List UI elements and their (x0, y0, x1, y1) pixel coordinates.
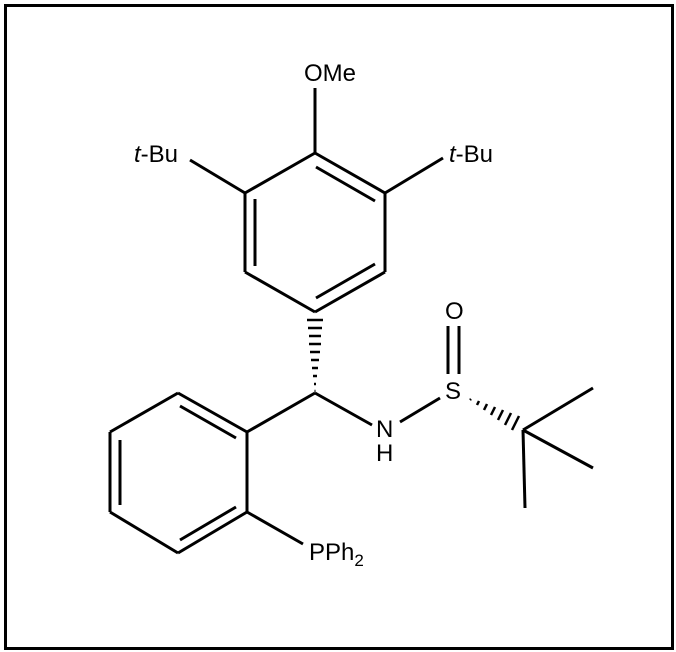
phosphine-bond (246, 510, 304, 546)
tbu-methyl-3 (521, 429, 527, 509)
stereocenter-n-bond (314, 391, 373, 427)
hashed-s-c-bond (469, 398, 521, 431)
methoxy-label: OMe (304, 60, 356, 87)
tbu-right-bond (384, 156, 444, 195)
diagram-frame (4, 4, 674, 650)
tbu-methyl-1 (522, 386, 594, 432)
sulfur-label: S (445, 378, 461, 405)
hashed-wedge-bond (307, 318, 323, 393)
hydrogen-label: H (376, 440, 393, 467)
n-s-bond (399, 396, 441, 424)
tbu-right-label: t-Bu (449, 141, 493, 168)
phosphine-label: PPh2 (309, 539, 364, 570)
stereocenter-aryl-bond (246, 391, 316, 434)
upper-aryl-ring (243, 151, 387, 314)
lower-aryl-ring (108, 391, 249, 555)
nitrogen-label: N (376, 416, 393, 443)
oxygen-label: O (445, 298, 464, 325)
tbu-left-bond (189, 158, 246, 195)
tbu-left-label: t-Bu (134, 141, 178, 168)
tbu-methyl-2 (522, 428, 594, 470)
